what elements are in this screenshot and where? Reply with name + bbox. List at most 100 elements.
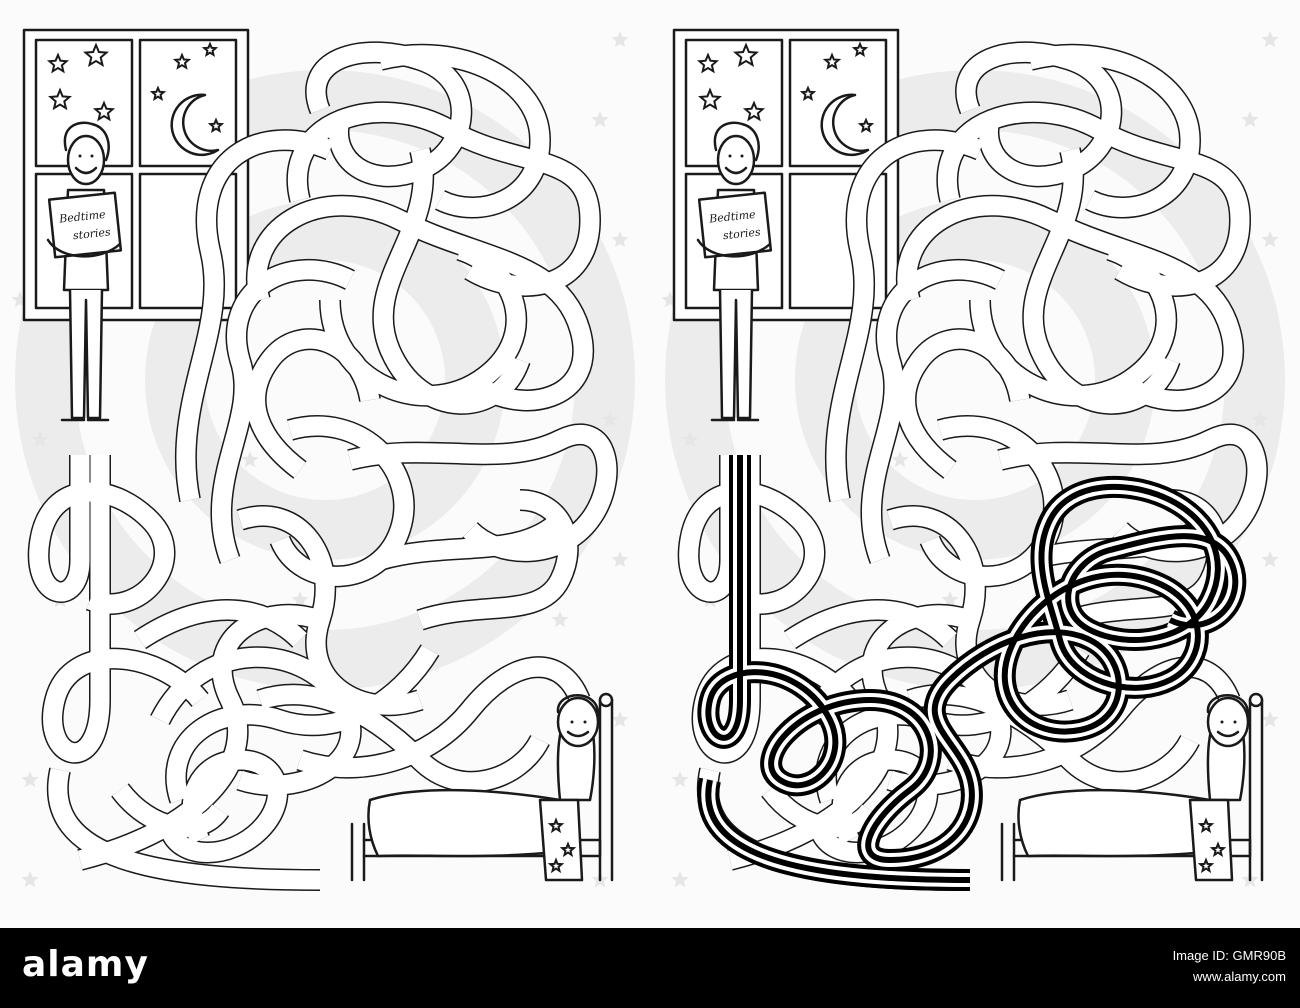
bed-with-child [350,692,614,882]
mother-hair [63,121,110,162]
footer-image-id: Image ID: GMR90B [1172,948,1286,963]
mother-smile [74,166,98,175]
maze-path-fill [907,685,1199,792]
background-star-icon [1261,31,1279,48]
maze-path-fill [306,42,471,186]
background-star-icon [611,31,629,48]
star-icon [857,117,875,134]
book-title-line1: Bedtime [58,208,107,226]
star-icon [207,117,225,134]
maze-path-fill [211,260,355,564]
mother-arms [46,238,122,258]
background-star-icon [591,111,609,128]
child-head [556,696,600,748]
bed-head-post [598,698,614,882]
star-icon [201,41,219,58]
star-icon [48,87,72,111]
background-star-icon [891,451,909,468]
background-star-icon [941,591,959,608]
maze-path-fill [826,130,984,502]
background-star-icon [31,431,49,448]
maze-path-fill [784,600,957,648]
bed-post-knob [1248,692,1264,708]
background-star-icon [1261,711,1279,728]
moon-icon [170,93,220,157]
mother-head [66,134,106,186]
bedtime-book [47,191,123,259]
blanket-panel [538,798,584,882]
window-pane [788,172,888,310]
maze-path-fill [970,240,1176,406]
maze-path-fill [29,455,174,614]
background-star-icon [671,771,689,788]
star-icon [732,42,760,67]
bedtime-book [697,191,773,259]
blanket-star-icon [1197,857,1215,874]
background-star-icon [551,611,569,628]
star-icon [82,42,110,67]
watermark-footer: alamy Image ID: GMR90B www.alamy.com [0,928,1300,1008]
blanket-star-icon [547,857,565,874]
child-head [1206,696,1250,748]
maze-path-fill [320,240,526,406]
maze-path-fill [373,147,530,414]
book-title-line2: stories [722,225,761,242]
bed-foot-post [350,822,366,882]
window-pane [788,38,888,168]
maze-path-fill [897,196,1243,410]
child-smile [1216,730,1240,738]
book-title-line2: stories [72,225,111,242]
background-star-icon [661,291,679,308]
bed-post-knob [598,692,614,708]
bed-foot-post [1000,822,1016,882]
maze-paths [27,41,618,891]
mother-smile [724,166,748,175]
star-icon [172,52,192,70]
solution-line [705,455,1239,883]
mother-eye [90,154,94,158]
maze-path-fill [166,644,439,803]
blanket-panel [1188,798,1234,882]
window-pane [138,38,238,168]
mother-eye [78,154,82,158]
moon-icon [820,93,870,157]
window-pane [138,172,238,310]
star-icon [696,52,720,74]
background-star-icon [1251,411,1269,428]
background-star-icon [681,431,699,448]
star-icon [851,41,869,58]
star-icon [92,100,116,122]
blanket-star-icon [1209,841,1227,858]
child-eye [583,720,587,724]
star-icon [149,85,167,102]
mother-eye [740,154,744,158]
maze-path-fill [134,600,307,648]
bed-with-child [1000,692,1264,882]
mother-arms [696,238,772,258]
background-star-icon [11,291,29,308]
maze-path-fill [257,685,549,792]
background-star-icon [291,591,309,608]
blanket-star-icon [547,817,565,834]
maze-path-fill [176,130,334,502]
maze-path-fill [1027,45,1200,217]
background-star-icon [1241,111,1259,128]
background-star-icon [1261,231,1279,248]
maze-path-fill [997,425,1267,561]
bed-head-post [1248,698,1264,882]
maze-path-fill [43,455,208,763]
child-hair [556,694,600,718]
background-star-icon [611,551,629,568]
book-title-line1: Bedtime [708,208,757,226]
maze-path-fill [160,750,287,862]
mother-legs [718,289,754,420]
background-star-icon [611,711,629,728]
mother-legs [68,289,104,420]
background-star-icon [21,871,39,888]
footer-url[interactable]: www.alamy.com [1193,969,1286,984]
background-star-icon [241,451,259,468]
maze-path-fill [417,490,578,630]
